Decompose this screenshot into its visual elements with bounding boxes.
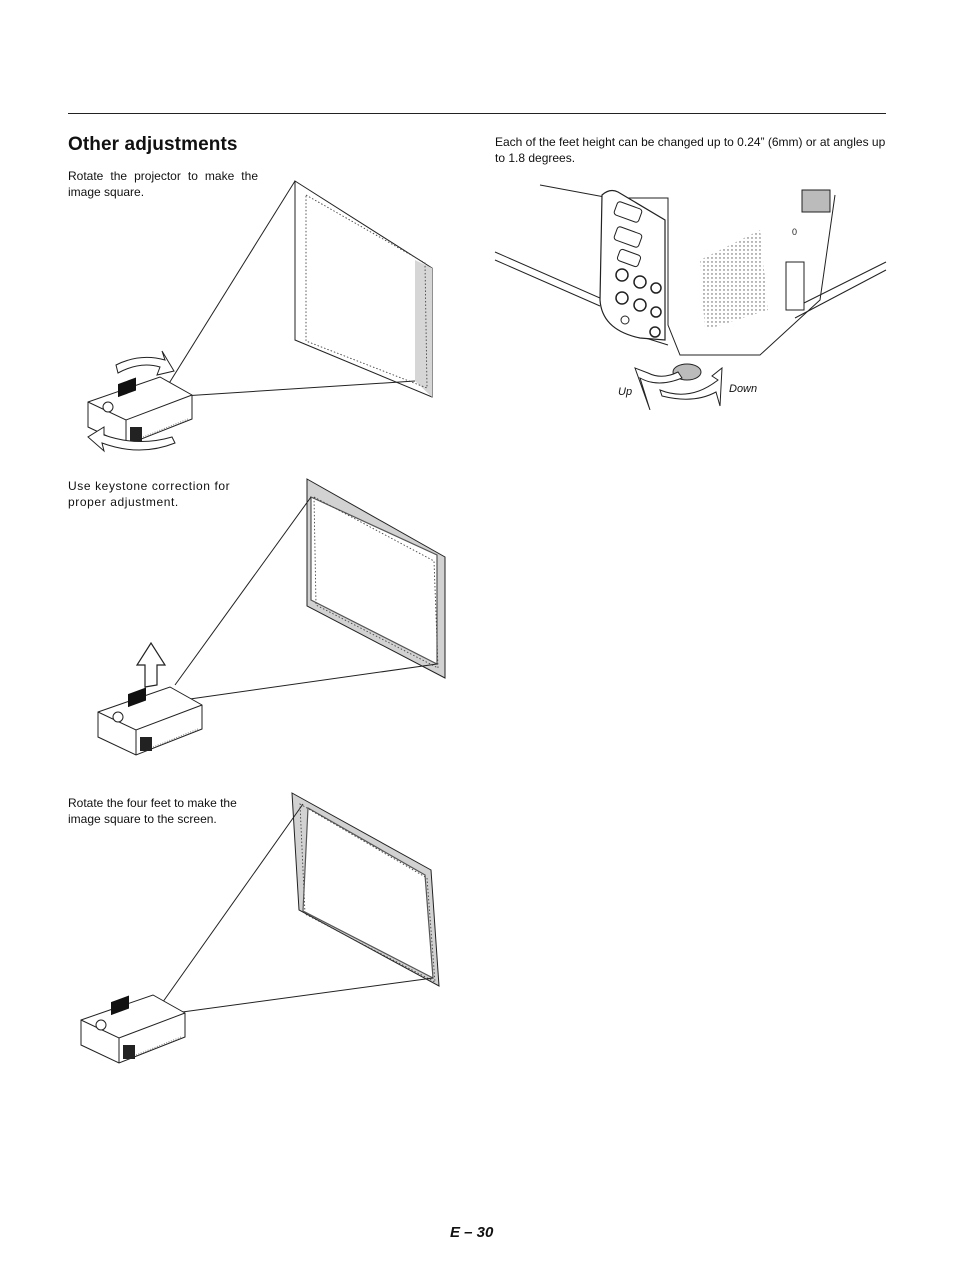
feet-height-text: Each of the feet height can be changed u… <box>495 135 886 165</box>
up-arrow-icon <box>135 641 167 688</box>
down-label: Down <box>729 383 757 395</box>
speaker-grille <box>700 230 768 330</box>
keystone-figure <box>97 478 446 756</box>
projected-image <box>305 194 428 389</box>
projected-image <box>302 806 434 980</box>
adjustable-foot-figure: 0 Up Down <box>494 184 887 410</box>
svg-text:0: 0 <box>792 227 797 237</box>
rotate-feet-figure <box>80 792 440 1064</box>
projection-screen <box>294 180 433 398</box>
projected-image-shadow <box>415 260 432 397</box>
rotate-arrow-top-icon <box>115 350 175 376</box>
rotate-projector-figure <box>87 180 433 453</box>
rotate-up-arrow-icon <box>634 367 683 410</box>
header-rule <box>68 113 886 114</box>
keystone-text: Use keystone correction for proper adjus… <box>68 479 231 509</box>
projector-icon <box>97 686 203 756</box>
rotate-arrow-bottom-icon <box>87 426 176 453</box>
rotate-feet-text: Rotate the four feet to make the image s… <box>68 796 237 826</box>
rotate-projector-text: Rotate the projector to make the image s… <box>68 169 258 199</box>
projector-icon <box>80 994 186 1064</box>
rotate-down-arrow-icon <box>659 366 723 407</box>
projector-icon <box>87 376 193 446</box>
up-label: Up <box>618 386 632 398</box>
page-number: E – 30 <box>450 1224 494 1241</box>
section-title: Other adjustments <box>68 134 238 155</box>
